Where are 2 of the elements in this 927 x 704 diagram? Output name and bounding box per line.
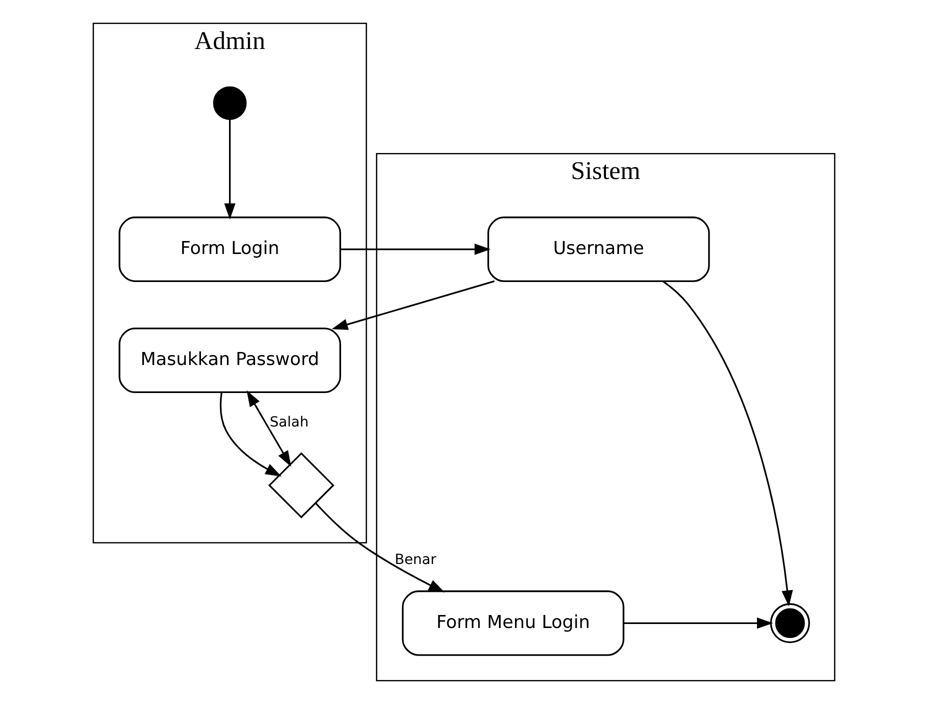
edge-label: Benar	[394, 552, 436, 568]
edge-label: Salah	[269, 414, 308, 430]
